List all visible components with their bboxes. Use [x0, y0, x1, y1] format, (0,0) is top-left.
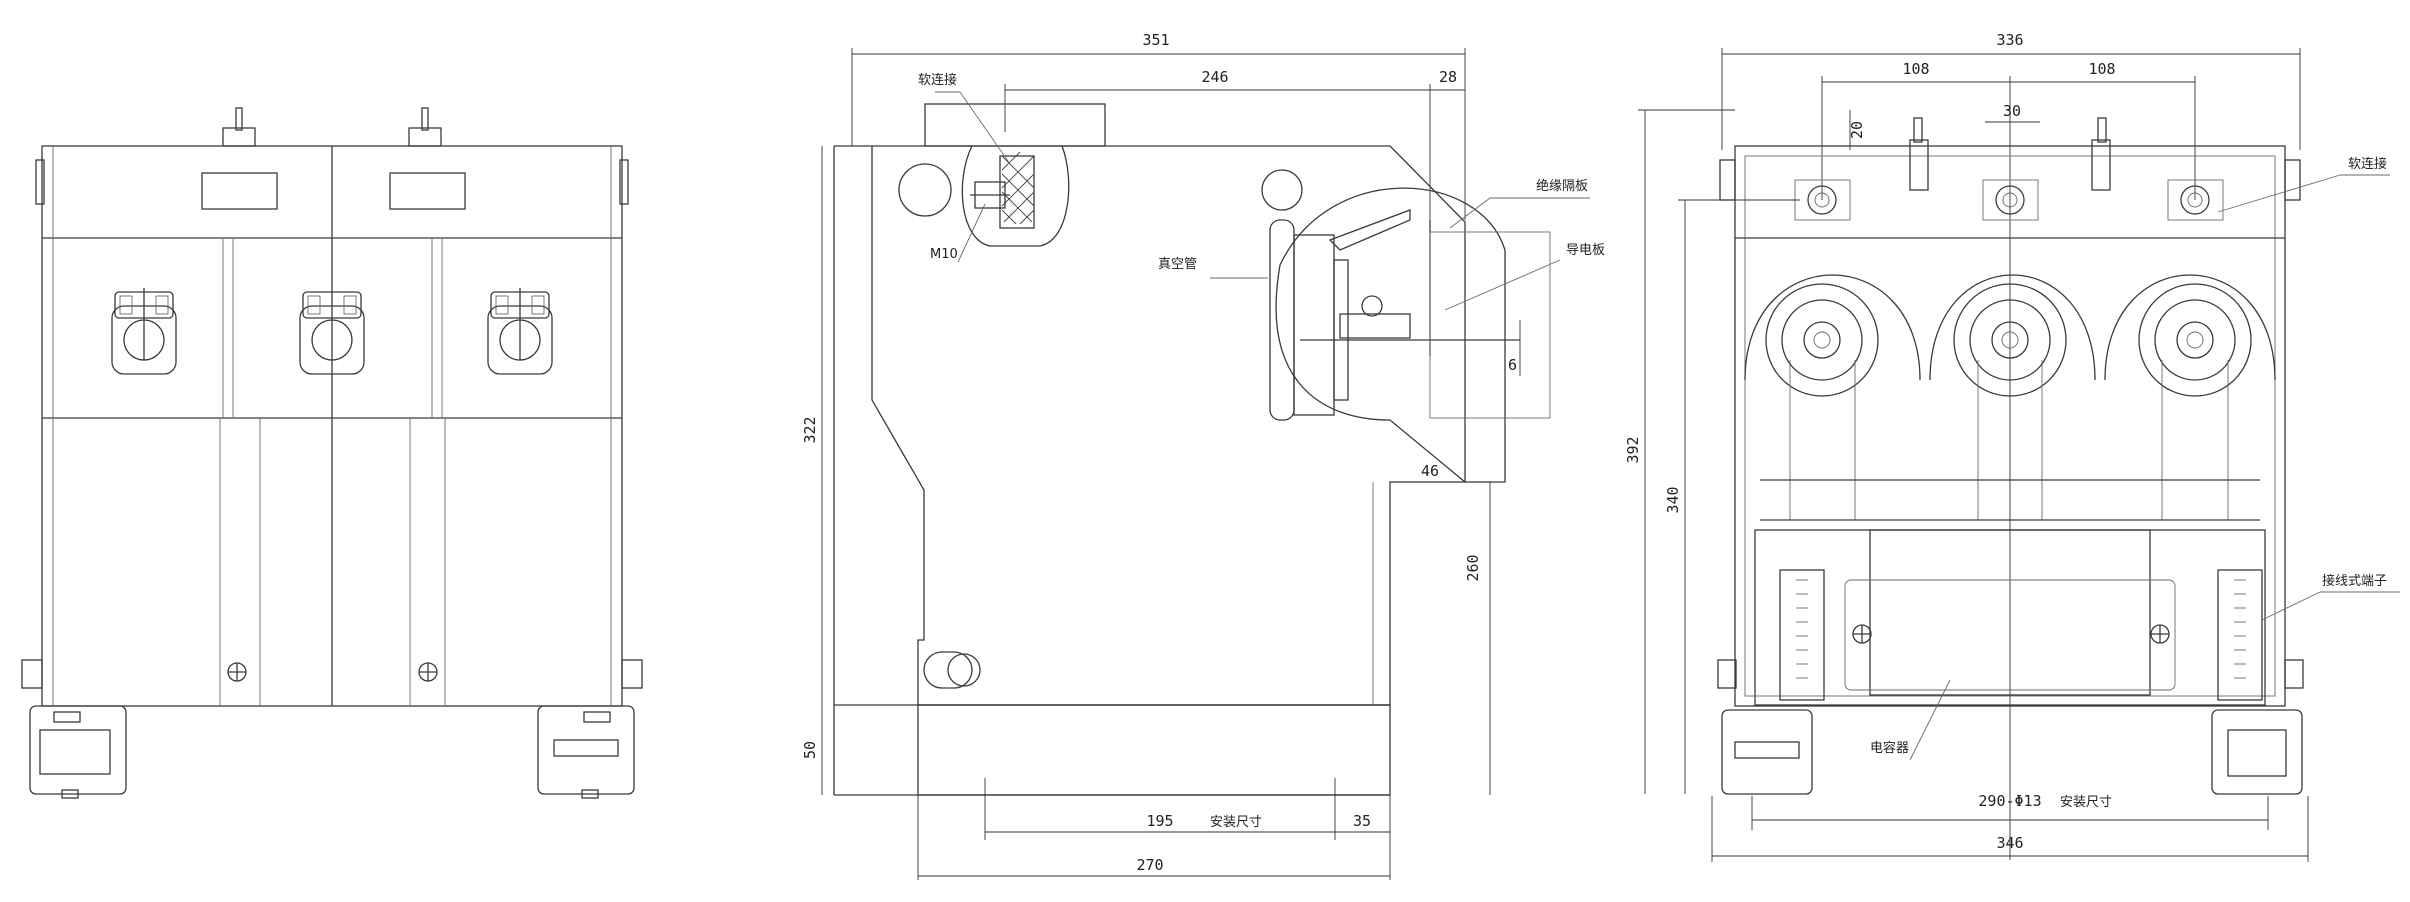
rear-body-outline	[1734, 145, 2286, 707]
rear-terminal-block-left	[1779, 569, 1825, 701]
rear-terminal-block-right	[2217, 569, 2263, 701]
rear-capacitor	[1869, 529, 2151, 696]
rear-arch-right	[2104, 274, 2276, 381]
front-foot-left	[29, 705, 127, 795]
rear-bushing-1	[1765, 283, 1879, 397]
side-label-insulation-plate: 绝缘隔板	[1536, 178, 1588, 194]
rear-arch-left	[1744, 274, 1921, 381]
side-dim-right-height: 260	[1464, 554, 1482, 581]
side-vacuum-tube	[1269, 219, 1295, 421]
side-dim-top-right: 28	[1439, 68, 1457, 86]
rear-dim-height-total: 392	[1624, 436, 1642, 463]
rear-dim-top-gap: 20	[1848, 121, 1866, 139]
front-window-left	[201, 172, 278, 210]
rear-dim-mount-holes: 290-Φ13	[1978, 792, 2041, 810]
rear-foot-left	[1721, 709, 1813, 795]
rear-label-soft-link: 软连接	[2348, 156, 2387, 172]
side-vacuum-cutaway	[1275, 187, 1506, 483]
side-label-vacuum-tube: 真空管	[1158, 257, 1197, 272]
rear-dim-pitch-left: 108	[1902, 60, 1929, 78]
rear-label-capacitor: 电容器	[1870, 740, 1909, 756]
side-label-soft-link: 软连接	[918, 72, 957, 88]
rear-label-terminal-block: 接线式端子	[2322, 573, 2387, 589]
side-dim-overall-width: 351	[1142, 31, 1169, 49]
side-view: 351 246 28 软	[801, 31, 1605, 880]
rear-bushing-3	[2138, 283, 2252, 397]
rear-foot-right	[2211, 709, 2303, 795]
side-dim-base-height: 50	[801, 741, 819, 759]
front-foot-right	[537, 705, 635, 795]
rear-dim-height-inner: 340	[1664, 486, 1682, 513]
side-dim-bottom-b: 35	[1353, 812, 1371, 830]
rear-arch-center	[1929, 274, 2096, 381]
front-view	[21, 107, 643, 799]
side-dim-small-gap: 6	[1508, 356, 1517, 374]
side-label-mount-size: 安装尺寸	[1210, 815, 1262, 830]
side-dim-bottom-total: 270	[1136, 856, 1163, 874]
rear-dim-pitch-right: 108	[2088, 60, 2115, 78]
front-terminal-2	[299, 291, 365, 375]
side-label-bolt: M10	[930, 247, 958, 262]
rear-dim-base-width: 346	[1996, 834, 2023, 852]
rear-view: 336 108 108 30 20	[1624, 31, 2400, 862]
rear-dim-center-gap: 30	[2003, 102, 2021, 120]
side-soft-link	[961, 145, 1070, 247]
side-dim-height: 322	[801, 416, 819, 443]
rear-bushing-2	[1953, 283, 2067, 397]
rear-label-mount-size: 安装尺寸	[2060, 795, 2112, 810]
front-window-right	[389, 172, 466, 210]
front-terminal-1	[111, 288, 177, 375]
side-label-conductor-plate: 导电板	[1566, 243, 1605, 258]
front-terminal-3	[487, 288, 553, 375]
rear-dim-overall-width: 336	[1996, 31, 2023, 49]
side-dim-right-offset: 46	[1421, 462, 1439, 480]
side-dim-top-inner: 246	[1201, 68, 1228, 86]
side-dim-bottom-a: 195	[1146, 812, 1173, 830]
side-body-outline	[834, 145, 1466, 706]
